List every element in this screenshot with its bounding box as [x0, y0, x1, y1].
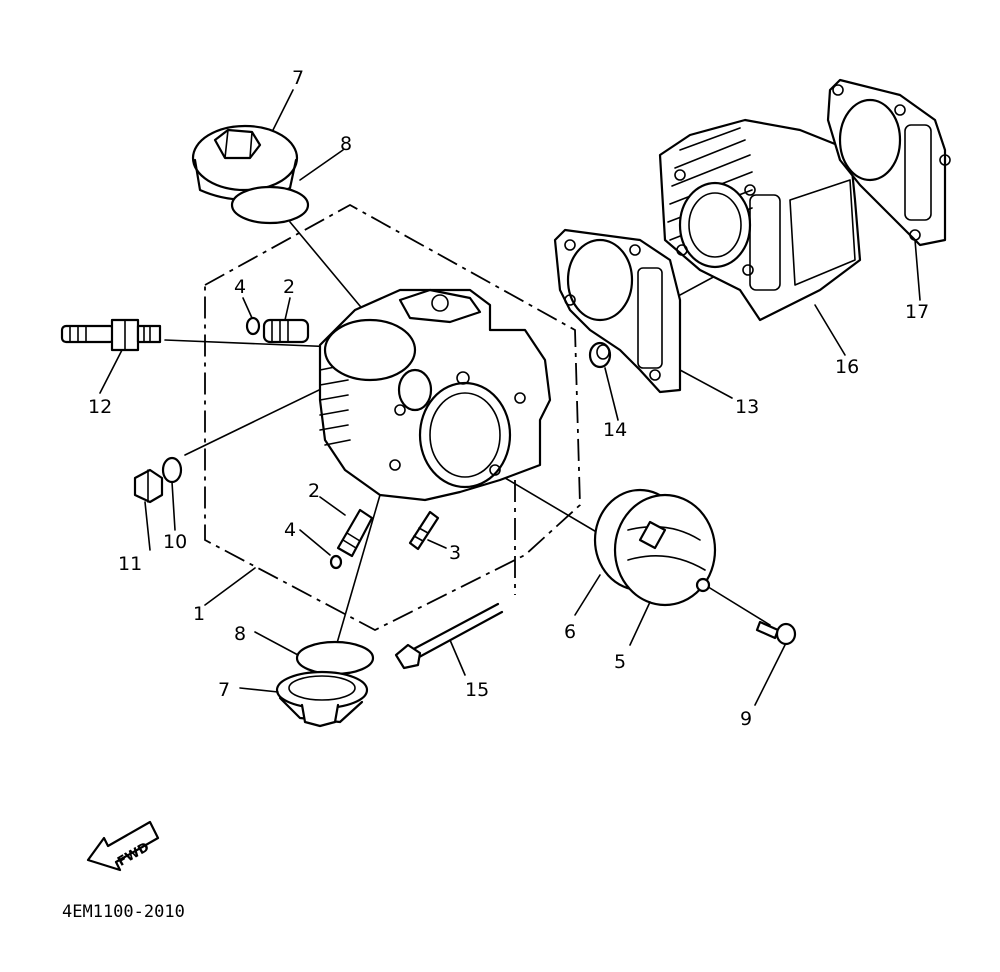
callout-16: 16 — [835, 356, 859, 378]
callout-pointers — [99, 89, 921, 706]
long-bolt — [394, 602, 504, 670]
callout-1: 1 — [193, 603, 205, 625]
callout-5: 5 — [614, 651, 626, 673]
tappet-cover — [613, 493, 717, 607]
callout-15: 15 — [465, 679, 489, 701]
stud-bolt — [408, 510, 440, 551]
o-ring-bottom — [295, 640, 375, 676]
cylinder-gasket — [553, 228, 682, 394]
diagram-code: 4EM1100-2010 — [62, 902, 185, 922]
callout-7-bottom: 7 — [218, 679, 230, 701]
callout-2-top: 2 — [283, 276, 295, 298]
callout-11: 11 — [118, 553, 142, 575]
cylinder-dowel — [588, 341, 612, 369]
cylinder-block — [658, 118, 862, 322]
o-ring-top — [230, 185, 310, 225]
callout-3: 3 — [449, 542, 461, 564]
forward-arrow-icon: FWD — [86, 820, 160, 872]
callout-13: 13 — [735, 396, 759, 418]
stud-bottom — [336, 508, 374, 558]
callout-14: 14 — [603, 419, 627, 441]
dowel-pin-top — [245, 316, 261, 336]
cylinder-head — [318, 288, 552, 502]
callout-17: 17 — [905, 301, 929, 323]
callout-12: 12 — [88, 396, 112, 418]
plug-bolt — [133, 468, 164, 504]
callout-4-top: 4 — [234, 276, 246, 298]
assembly-boundary — [204, 203, 581, 632]
callout-10: 10 — [163, 531, 187, 553]
callout-8-bottom: 8 — [234, 623, 246, 645]
callout-2-bottom: 2 — [308, 480, 320, 502]
base-gasket — [826, 78, 951, 247]
oil-filler-cap-bottom — [275, 670, 369, 728]
washer — [161, 456, 183, 484]
callout-4-bottom: 4 — [284, 519, 296, 541]
callout-7-top: 7 — [292, 67, 304, 89]
callout-6: 6 — [564, 621, 576, 643]
callout-9: 9 — [740, 708, 752, 730]
cover-screw — [755, 620, 797, 646]
callout-8-top: 8 — [340, 133, 352, 155]
callout-labels: 7 8 4 2 12 11 10 2 4 3 1 8 7 15 6 5 9 14… — [88, 67, 929, 730]
spark-plug — [60, 318, 162, 352]
dowel-pin-bottom — [329, 554, 343, 570]
stud-top — [262, 318, 310, 344]
